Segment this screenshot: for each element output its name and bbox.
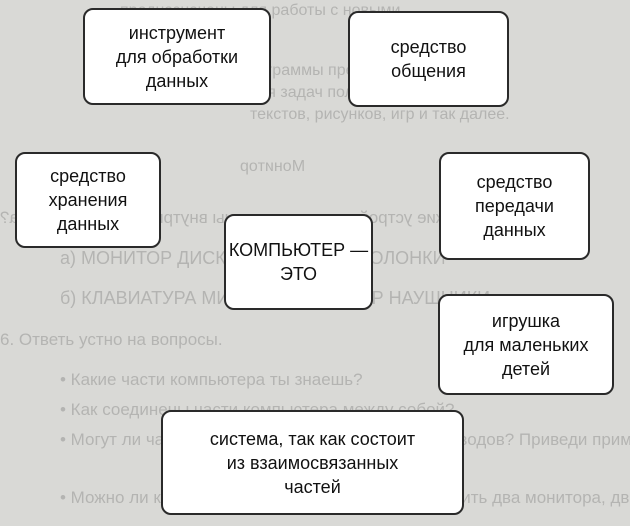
box-center-text: КОМПЬЮТЕР — ЭТО <box>228 240 369 284</box>
box-toy: игрушка для маленьких детей <box>438 294 614 395</box>
box-storage: средство хранения данных <box>15 152 161 248</box>
box-toy-text: игрушка для маленьких детей <box>463 310 589 379</box>
box-communication: средство общения <box>348 11 509 107</box>
box-transfer: средство передачи данных <box>439 152 590 260</box>
box-system: система, так как состоит из взаимосвязан… <box>161 410 464 515</box>
box-system-text: система, так как состоит из взаимосвязан… <box>209 428 416 497</box>
box-center-computer: КОМПЬЮТЕР — ЭТО <box>224 214 373 310</box>
box-communication-text: средство общения <box>390 37 467 81</box>
box-tool-text: инструмент для обработки данных <box>115 22 239 91</box>
box-transfer-text: средство передачи данных <box>475 172 554 240</box>
background-line: Монитор <box>240 158 306 175</box>
box-tool: инструмент для обработки данных <box>83 8 271 105</box>
background-line: текстов, рисунков, игр и так далее. <box>250 106 510 123</box>
background-line: • Какие части компьютера ты знаешь? <box>60 370 363 389</box>
box-storage-text: средство хранения данных <box>48 166 128 234</box>
background-line: 6. Ответь устно на вопросы. <box>0 330 223 349</box>
